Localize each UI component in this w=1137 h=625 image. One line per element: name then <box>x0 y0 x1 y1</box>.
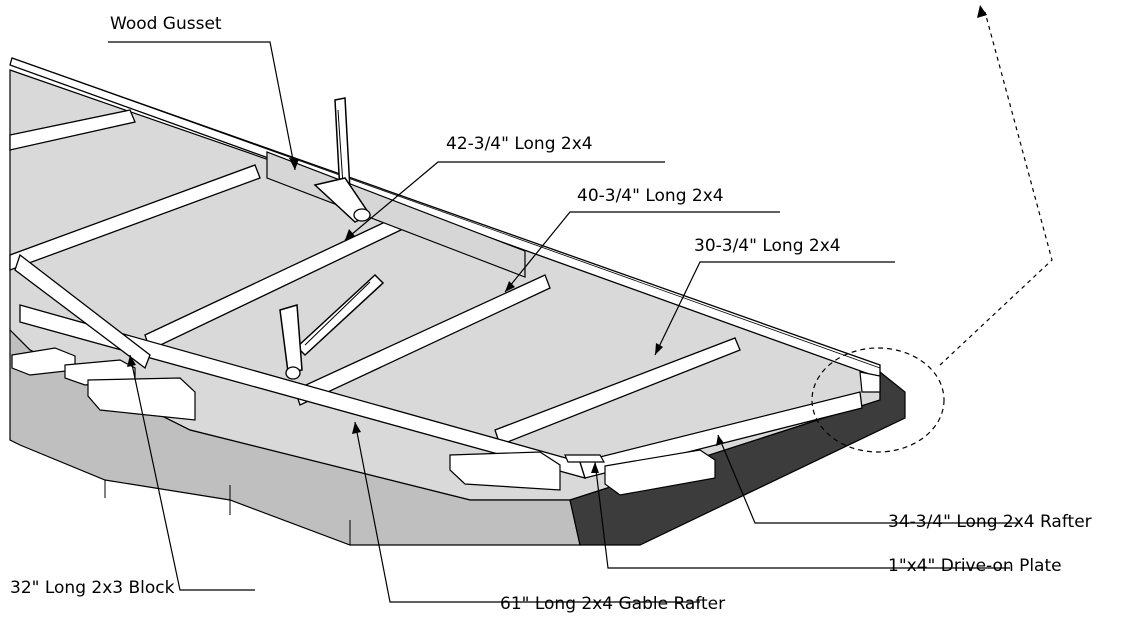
cross-member-1 <box>9 109 136 151</box>
top-plate <box>9 57 881 379</box>
hammer-icon <box>313 97 372 223</box>
loose-lumber <box>11 347 716 496</box>
floor-deck-front-face <box>9 328 581 546</box>
label-30-long: 30-3/4" Long 2x4 <box>694 236 841 256</box>
detail-arrowhead <box>977 5 987 18</box>
hammer-icon <box>279 273 385 380</box>
label-32-block: 32" Long 2x3 Block <box>10 578 175 598</box>
cross-member-5 <box>494 337 741 446</box>
detail-arrow <box>939 11 1053 366</box>
leader-lines <box>108 41 1020 603</box>
detail-circle <box>811 347 945 453</box>
cross-members <box>9 109 741 446</box>
label-wood-gusset: Wood Gusset <box>110 14 222 34</box>
label-34-rafter: 34-3/4" Long 2x4 Rafter <box>888 512 1092 532</box>
rafter-34 <box>579 391 863 479</box>
label-42-long: 42-3/4" Long 2x4 <box>446 134 593 154</box>
end-post <box>859 371 881 393</box>
drive-on-plate <box>564 454 606 463</box>
block-32 <box>14 253 151 370</box>
cross-member-2 <box>9 164 261 271</box>
label-drive-on-plate: 1"x4" Drive-on Plate <box>888 556 1062 576</box>
label-40-long: 40-3/4" Long 2x4 <box>577 186 724 206</box>
label-61-gable-rafter: 61" Long 2x4 Gable Rafter <box>500 594 726 614</box>
